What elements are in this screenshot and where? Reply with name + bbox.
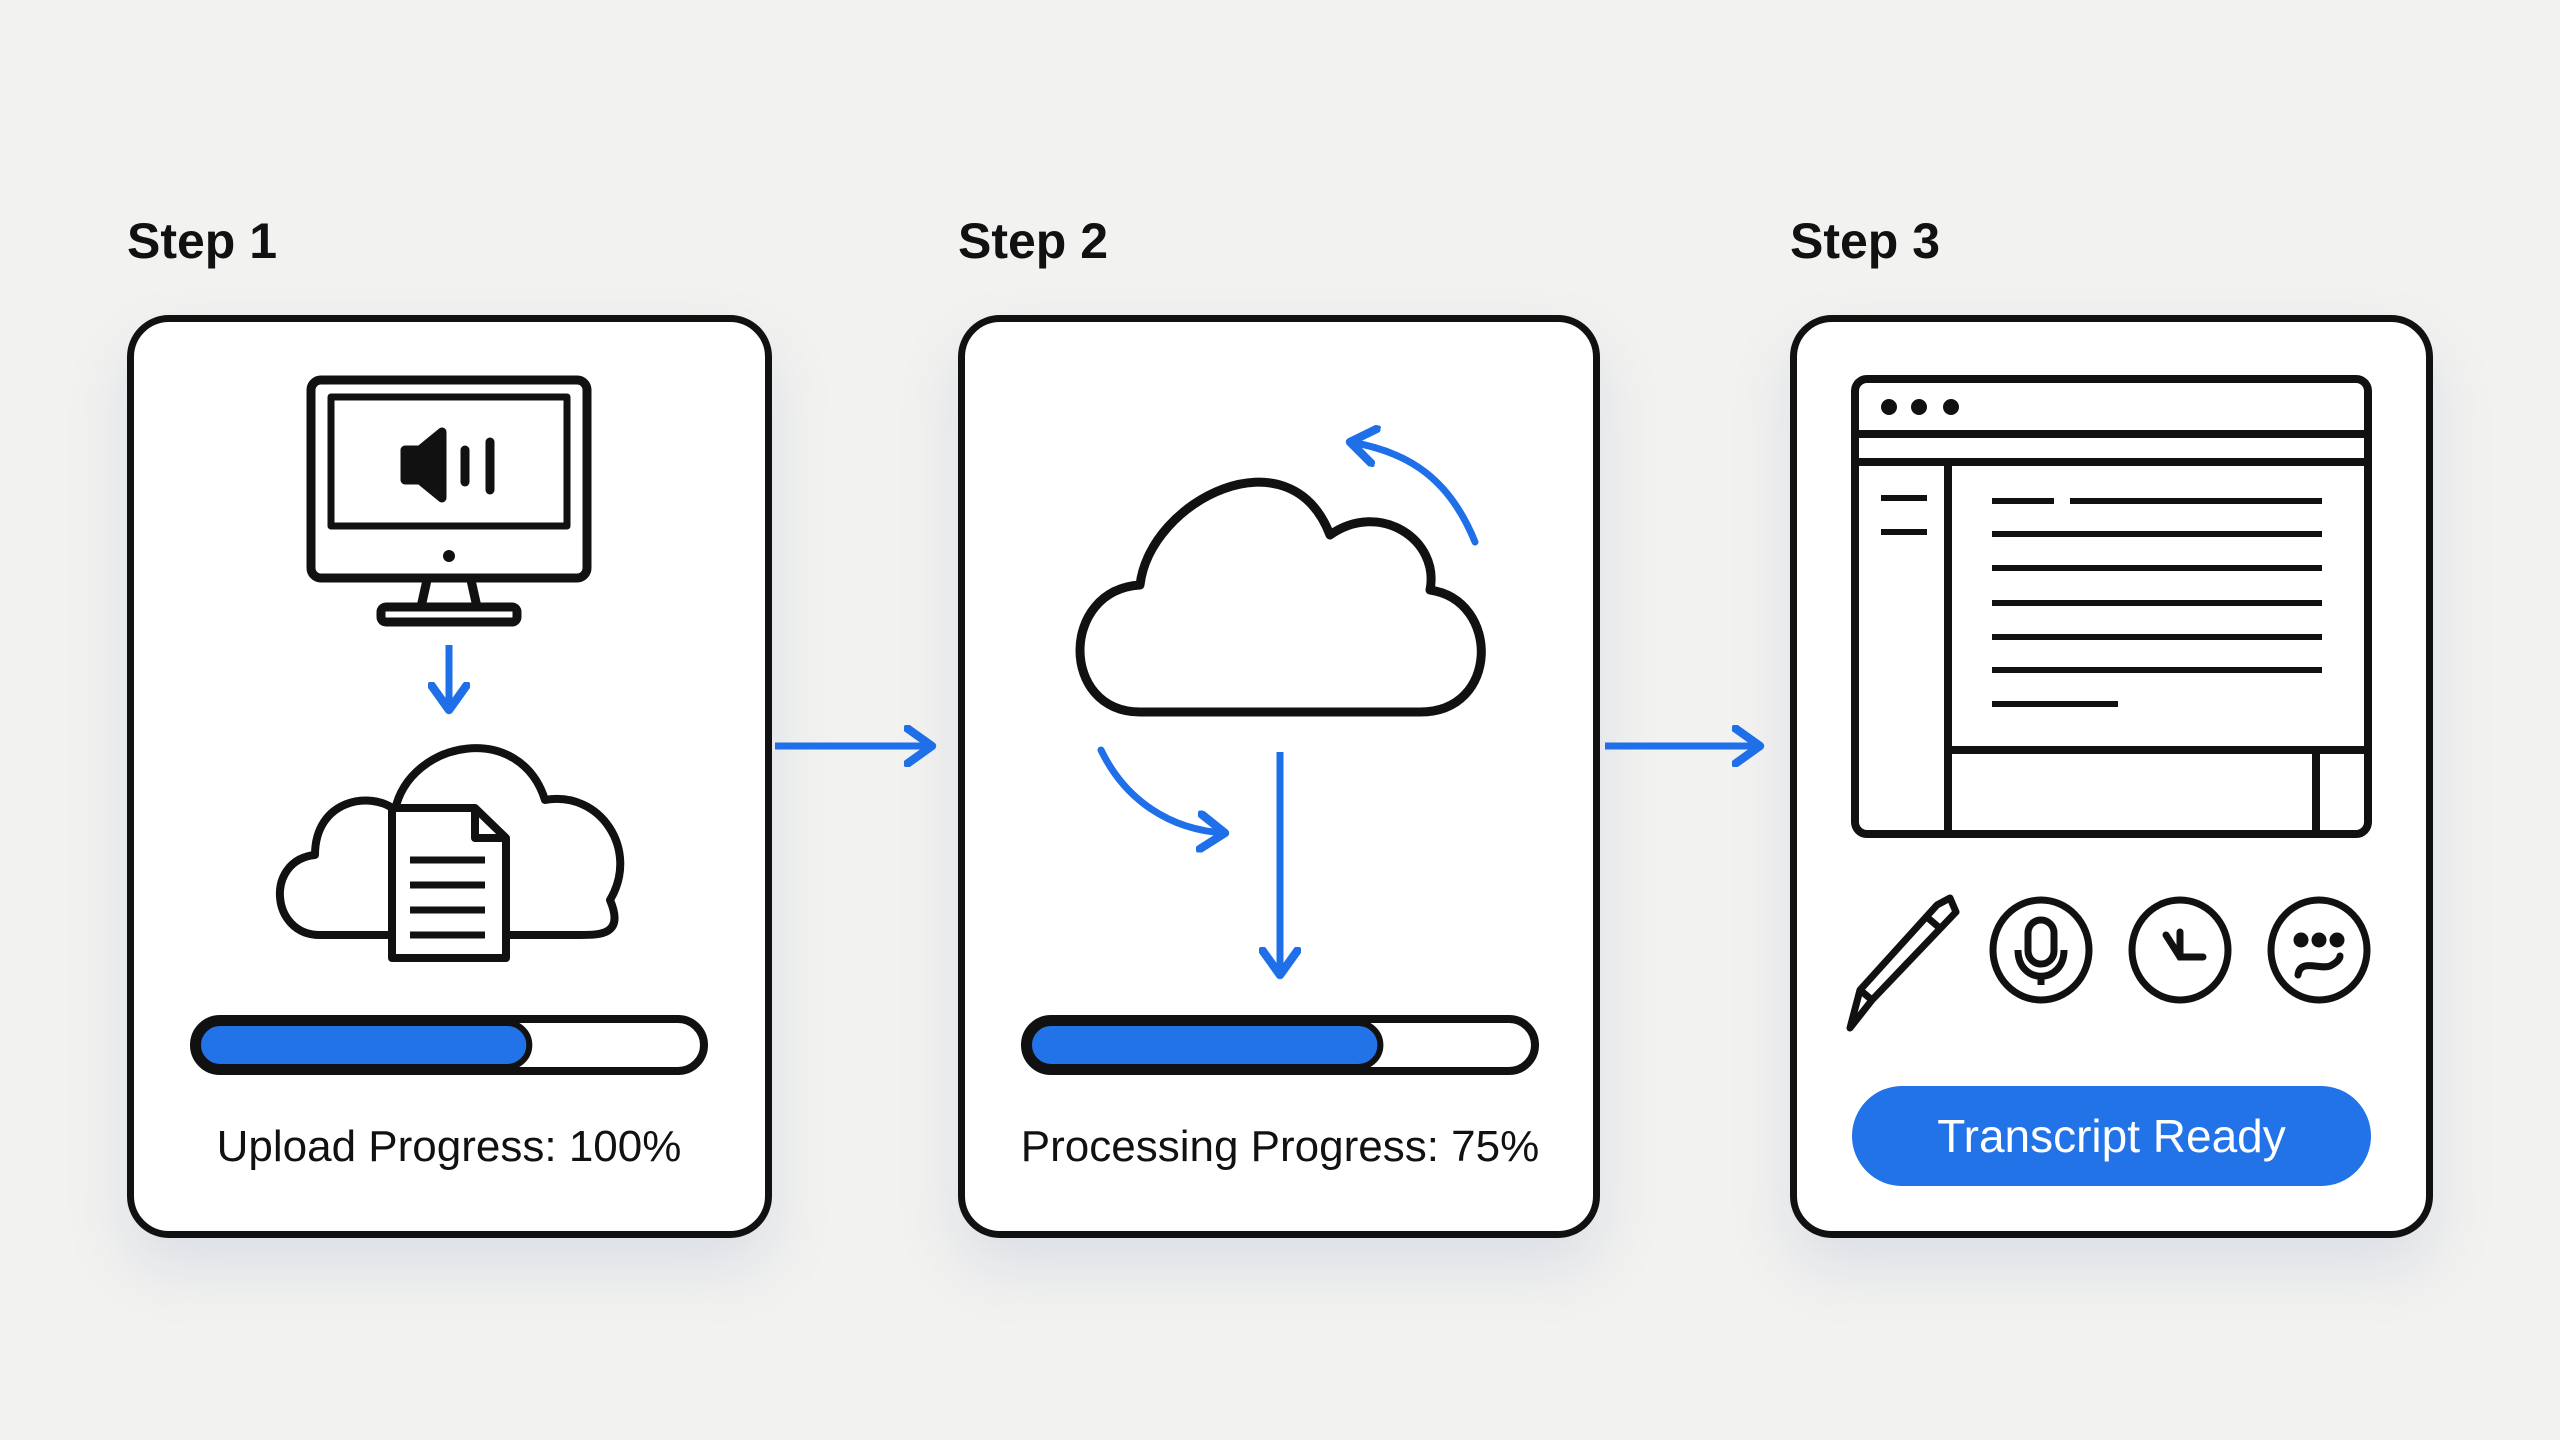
upload-progress-label: Upload Progress: 100% — [216, 1122, 682, 1171]
step-2-card — [958, 315, 1600, 1238]
processing-progress-label: Processing Progress: 75% — [1020, 1122, 1540, 1171]
step-1-card — [127, 315, 772, 1238]
step-2-label: Step 2 — [958, 213, 1109, 269]
step-3-label: Step 3 — [1790, 213, 1941, 269]
transcript-ready-button[interactable]: Transcript Ready — [1852, 1086, 2371, 1186]
step-1-label: Step 1 — [127, 213, 278, 269]
